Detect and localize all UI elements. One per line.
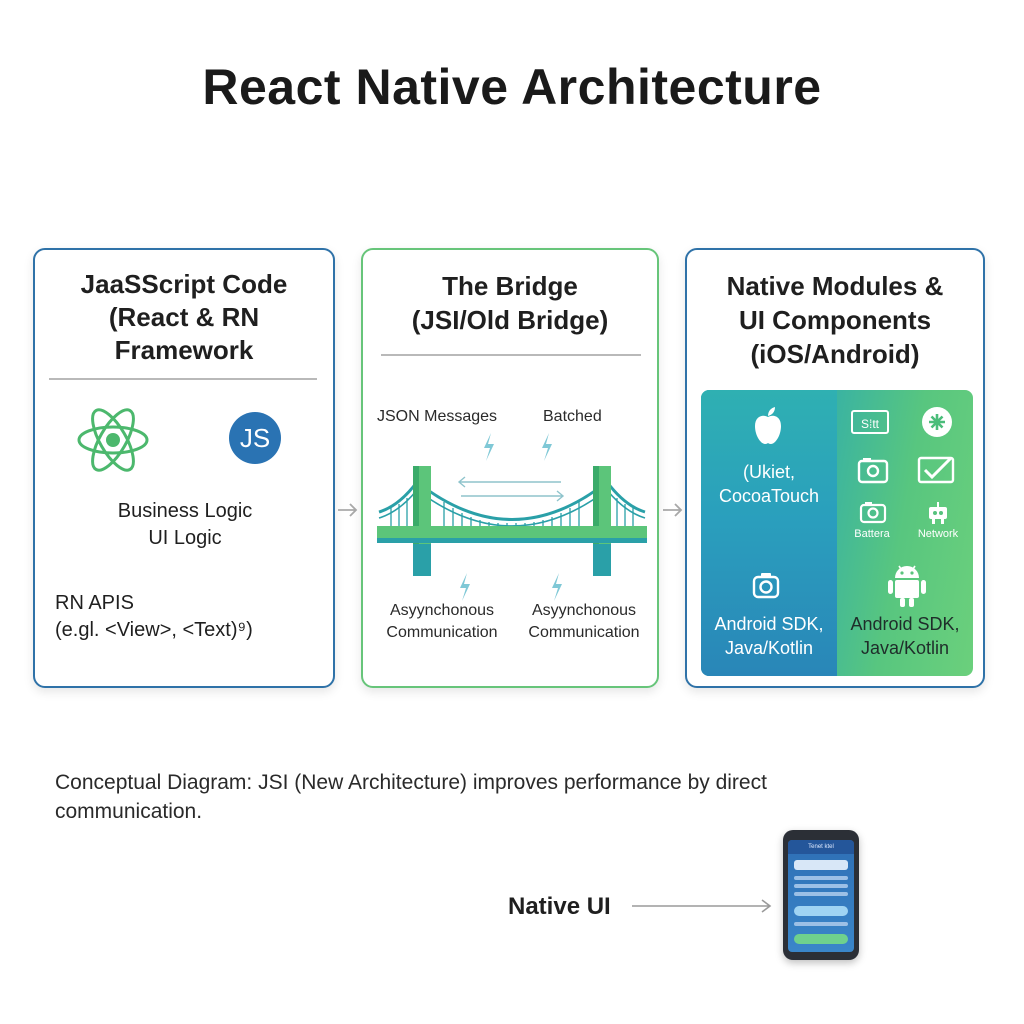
async-label-right-1: Asyynchonous [531,602,637,619]
native-panel: Native Modules & UI Components (iOS/Andr… [685,248,985,688]
js-panel-divider [49,378,317,380]
lightning-icon [484,433,494,461]
business-logic-label: Business Logic [117,500,253,522]
arrow-right-icon [663,503,683,517]
bridge-panel: The Bridge (JSI/Old Bridge) JSON Message… [361,248,659,688]
native-panel-title-line-2: UI Components [738,305,932,335]
native-platforms-box: (Ukiet, CocoaTouch Android SDK, Java/Kot… [701,390,973,676]
android-icon [888,565,926,607]
lightning-icon [460,573,470,601]
native-ui-label: Native UI [508,893,611,920]
android-sdk-left-2: Java/Kotlin [724,638,814,658]
react-atom-icon [77,408,149,472]
robot-icon [929,502,947,524]
plugin-icon: S⁞tt [851,410,889,434]
rn-apis-example: (e.gl. <View>, <Text)⁹) [55,619,253,641]
ui-logic-label: UI Logic [148,527,222,549]
async-label-left-2: Communication [386,624,498,641]
phone-button [794,906,848,916]
android-sdk-right-1: Android SDK, [850,614,960,634]
phone-text-line [794,922,848,926]
bridge-panel-title-line-1: The Bridge [442,271,578,301]
camera-icon [859,502,887,524]
ios-uikit-label-1: (Ukiet, [742,462,795,482]
bridge-panel-title-line-2: (JSI/Old Bridge) [411,305,609,335]
android-sdk-right-2: Java/Kotlin [860,638,950,658]
rn-apis-label: RN APIS [55,592,134,614]
network-label: Network [917,528,959,540]
arrow-right-icon [632,899,772,913]
js-panel-title-line-3: Framework [114,335,254,365]
page-title: React Native Architecture [202,59,822,115]
image-icon [857,458,889,484]
android-sdk-left-1: Android SDK, [714,614,824,634]
phone-mockup: Tenet ktel [783,830,859,960]
double-arrow-icon [457,476,565,502]
phone-text-line [794,876,848,880]
async-label-left-1: Asyynchonous [389,602,495,619]
phone-screen: Tenet ktel [788,840,854,952]
js-panel-title-line-1: JaaSScript Code [80,269,288,299]
battery-label: Battera [854,528,890,540]
phone-text-line [794,884,848,888]
javascript-panel: JaaSScript Code (React & RN Framework JS… [33,248,335,688]
lightning-icon [542,433,552,461]
phone-input [794,860,848,870]
json-messages-label: JSON Messages [377,408,498,425]
async-label-right-2: Communication [528,624,640,641]
diagram-caption: Conceptual Diagram: JSI (New Architectur… [55,768,855,826]
native-panel-title-line-3: (iOS/Android) [750,339,920,369]
phone-screen-header: Tenet ktel [788,840,854,854]
native-panel-title-line-1: Native Modules & [726,271,944,301]
bridge-icon [377,466,647,576]
camera-icon [752,573,780,599]
caption-line-2: communication. [55,800,203,823]
settings-badge-icon [922,407,952,437]
phone-text-line [794,892,848,896]
arrow-right-icon [338,503,358,517]
caption-line-1: Conceptual Diagram: JSI (New Architectur… [55,771,767,794]
js-panel-title-line-2: (React & RN [108,302,260,332]
batched-label: Batched [543,408,602,425]
phone-button [794,934,848,944]
js-logo-icon: JS [229,412,281,464]
apple-icon [755,407,781,444]
check-image-icon [917,456,955,484]
lightning-icon [552,573,562,601]
ios-uikit-label-2: CocoaTouch [718,486,820,506]
bridge-panel-divider [381,354,641,356]
